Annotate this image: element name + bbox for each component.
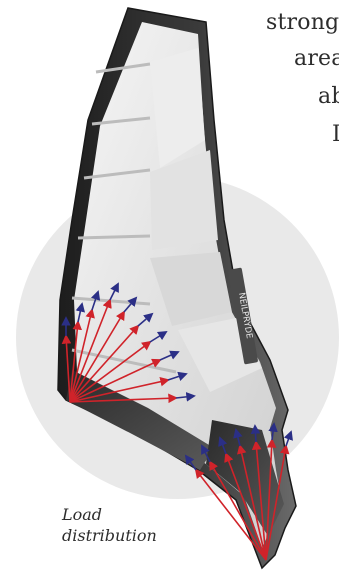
caption-line-2: distribution (62, 525, 157, 546)
caption-line-1: Load (62, 504, 157, 525)
caption: Load distribution (62, 504, 157, 546)
